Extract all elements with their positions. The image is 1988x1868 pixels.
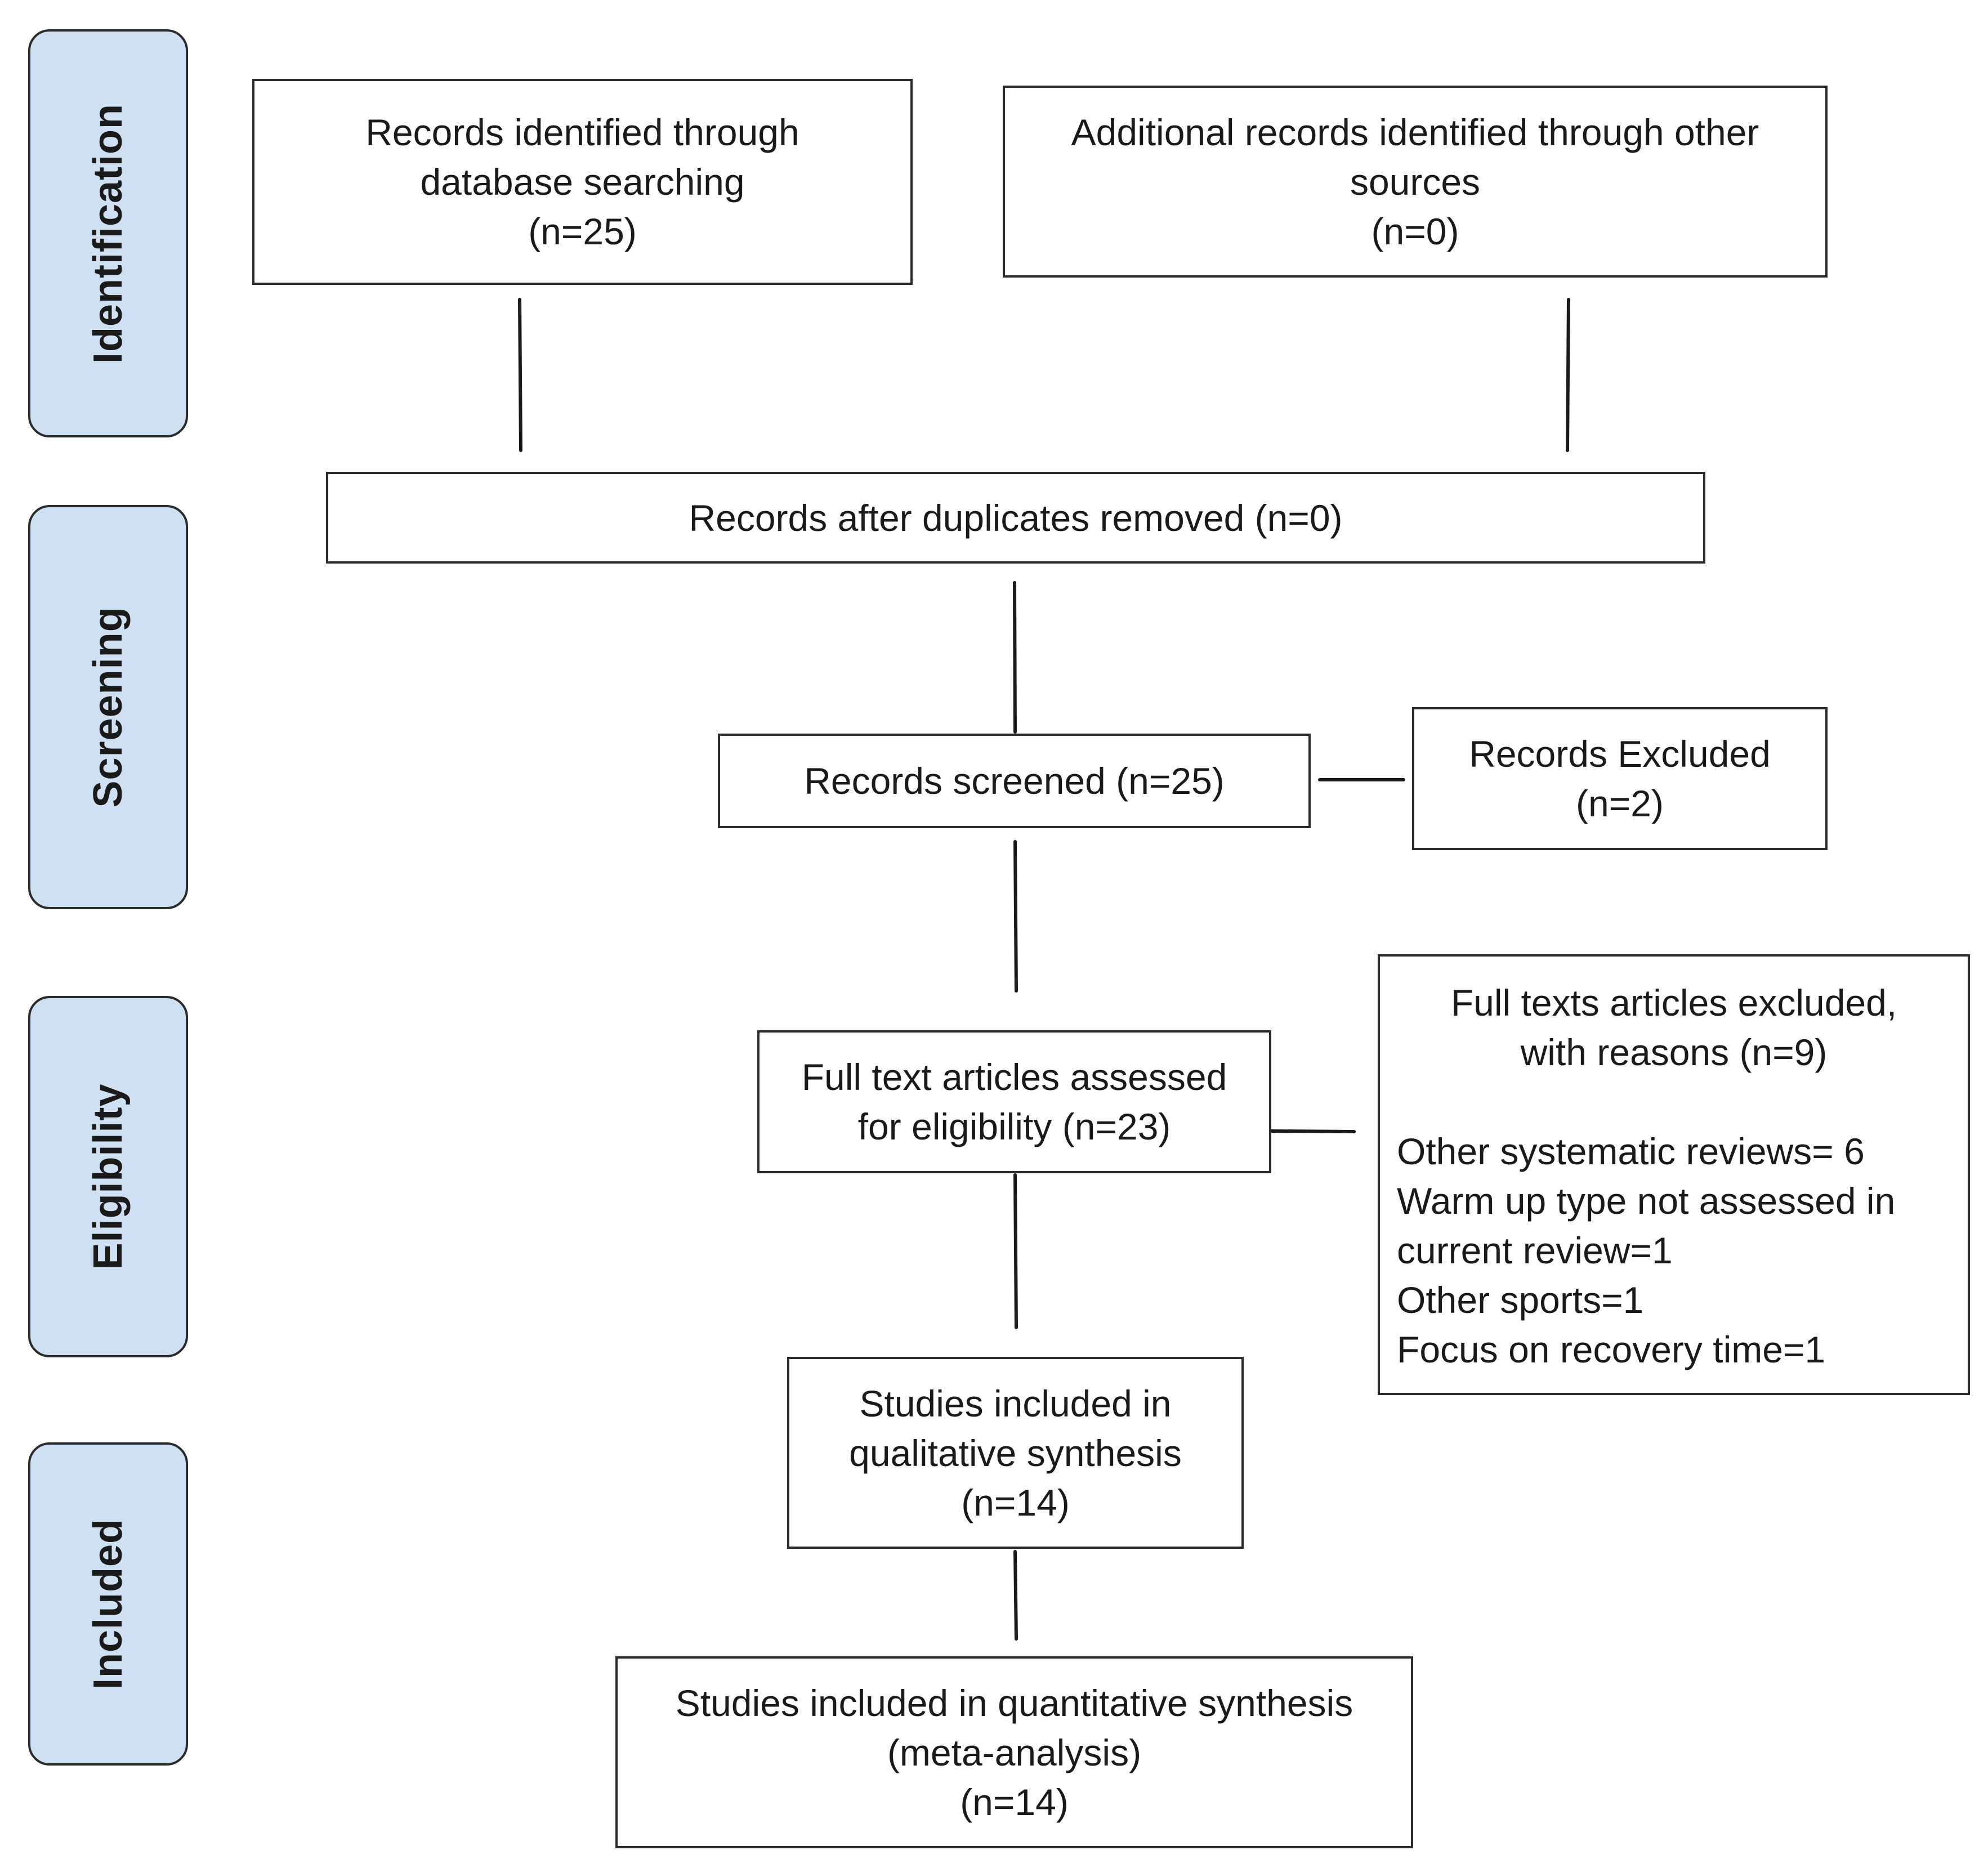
box-full-text-excluded: Full texts articles excluded, with reaso… <box>1378 954 1970 1395</box>
box-full-text-excluded-reason-5: Focus on recovery time=1 <box>1397 1329 1826 1370</box>
connector-fulltext-to-qualitative <box>1013 1173 1018 1329</box>
box-full-text-excluded-reason-4: Other sports=1 <box>1397 1279 1644 1321</box>
box-qualitative-line-1: Studies included in <box>859 1382 1172 1424</box>
box-full-text-assessed: Full text articles assessed for eligibil… <box>757 1030 1271 1173</box>
box-full-text-assessed-line-2: for eligibility (n=23) <box>857 1106 1171 1147</box>
connector-database-to-duplicates <box>518 298 522 452</box>
box-database-search: Records identified through database sear… <box>252 79 913 285</box>
box-full-text-excluded-header-2: with reasons (n=9) <box>1520 1031 1828 1073</box>
box-full-text-excluded-header-1: Full texts articles excluded, <box>1450 982 1897 1024</box>
box-records-excluded-line-2: (n=2) <box>1576 783 1664 824</box>
box-duplicates-removed-line-1: Records after duplicates removed (n=0) <box>689 497 1343 539</box>
box-duplicates-removed: Records after duplicates removed (n=0) <box>326 472 1705 564</box>
box-database-search-line-1: Records identified through <box>365 111 799 153</box>
box-records-screened-line-1: Records screened (n=25) <box>804 760 1225 802</box>
phase-identification: Identification <box>28 29 188 437</box>
box-other-sources-line-1: Additional records identified through ot… <box>1071 111 1759 153</box>
box-other-sources-line-3: (n=0) <box>1371 210 1459 252</box>
box-full-text-assessed-line-1: Full text articles assessed <box>801 1056 1227 1098</box>
box-qualitative-line-2: qualitative synthesis <box>849 1432 1182 1474</box>
box-quantitative-line-3: (n=14) <box>960 1781 1069 1823</box>
box-database-search-line-3: (n=25) <box>528 211 637 252</box>
box-quantitative-line-1: Studies included in quantitative synthes… <box>675 1682 1353 1724</box>
connector-other-to-duplicates <box>1566 298 1570 452</box>
connector-fulltext-to-excluded <box>1270 1129 1356 1133</box>
connector-qualitative-to-quantitative <box>1013 1550 1018 1641</box>
box-other-sources: Additional records identified through ot… <box>1003 86 1828 278</box>
phase-screening: Screening <box>28 505 188 909</box>
phase-included: Included <box>28 1442 188 1766</box>
box-records-excluded-line-1: Records Excluded <box>1469 733 1771 775</box>
box-records-excluded: Records Excluded (n=2) <box>1412 707 1828 850</box>
box-qualitative-synthesis: Studies included in qualitative synthesi… <box>787 1357 1244 1549</box>
box-quantitative-synthesis: Studies included in quantitative synthes… <box>615 1656 1413 1848</box>
box-qualitative-line-3: (n=14) <box>961 1481 1070 1523</box>
box-quantitative-line-2: (meta-analysis) <box>887 1731 1142 1773</box>
box-full-text-excluded-reason-1: Other systematic reviews= 6 <box>1397 1130 1865 1172</box>
box-records-screened: Records screened (n=25) <box>718 734 1311 828</box>
box-database-search-line-2: database searching <box>420 161 745 203</box>
box-full-text-excluded-reason-3: current review=1 <box>1397 1230 1673 1271</box>
box-other-sources-line-2: sources <box>1350 160 1481 203</box>
connector-screened-to-fulltext <box>1013 840 1018 993</box>
box-full-text-excluded-reason-2: Warm up type not assessed in <box>1397 1180 1896 1222</box>
phase-eligibility: Eligibility <box>28 996 188 1357</box>
